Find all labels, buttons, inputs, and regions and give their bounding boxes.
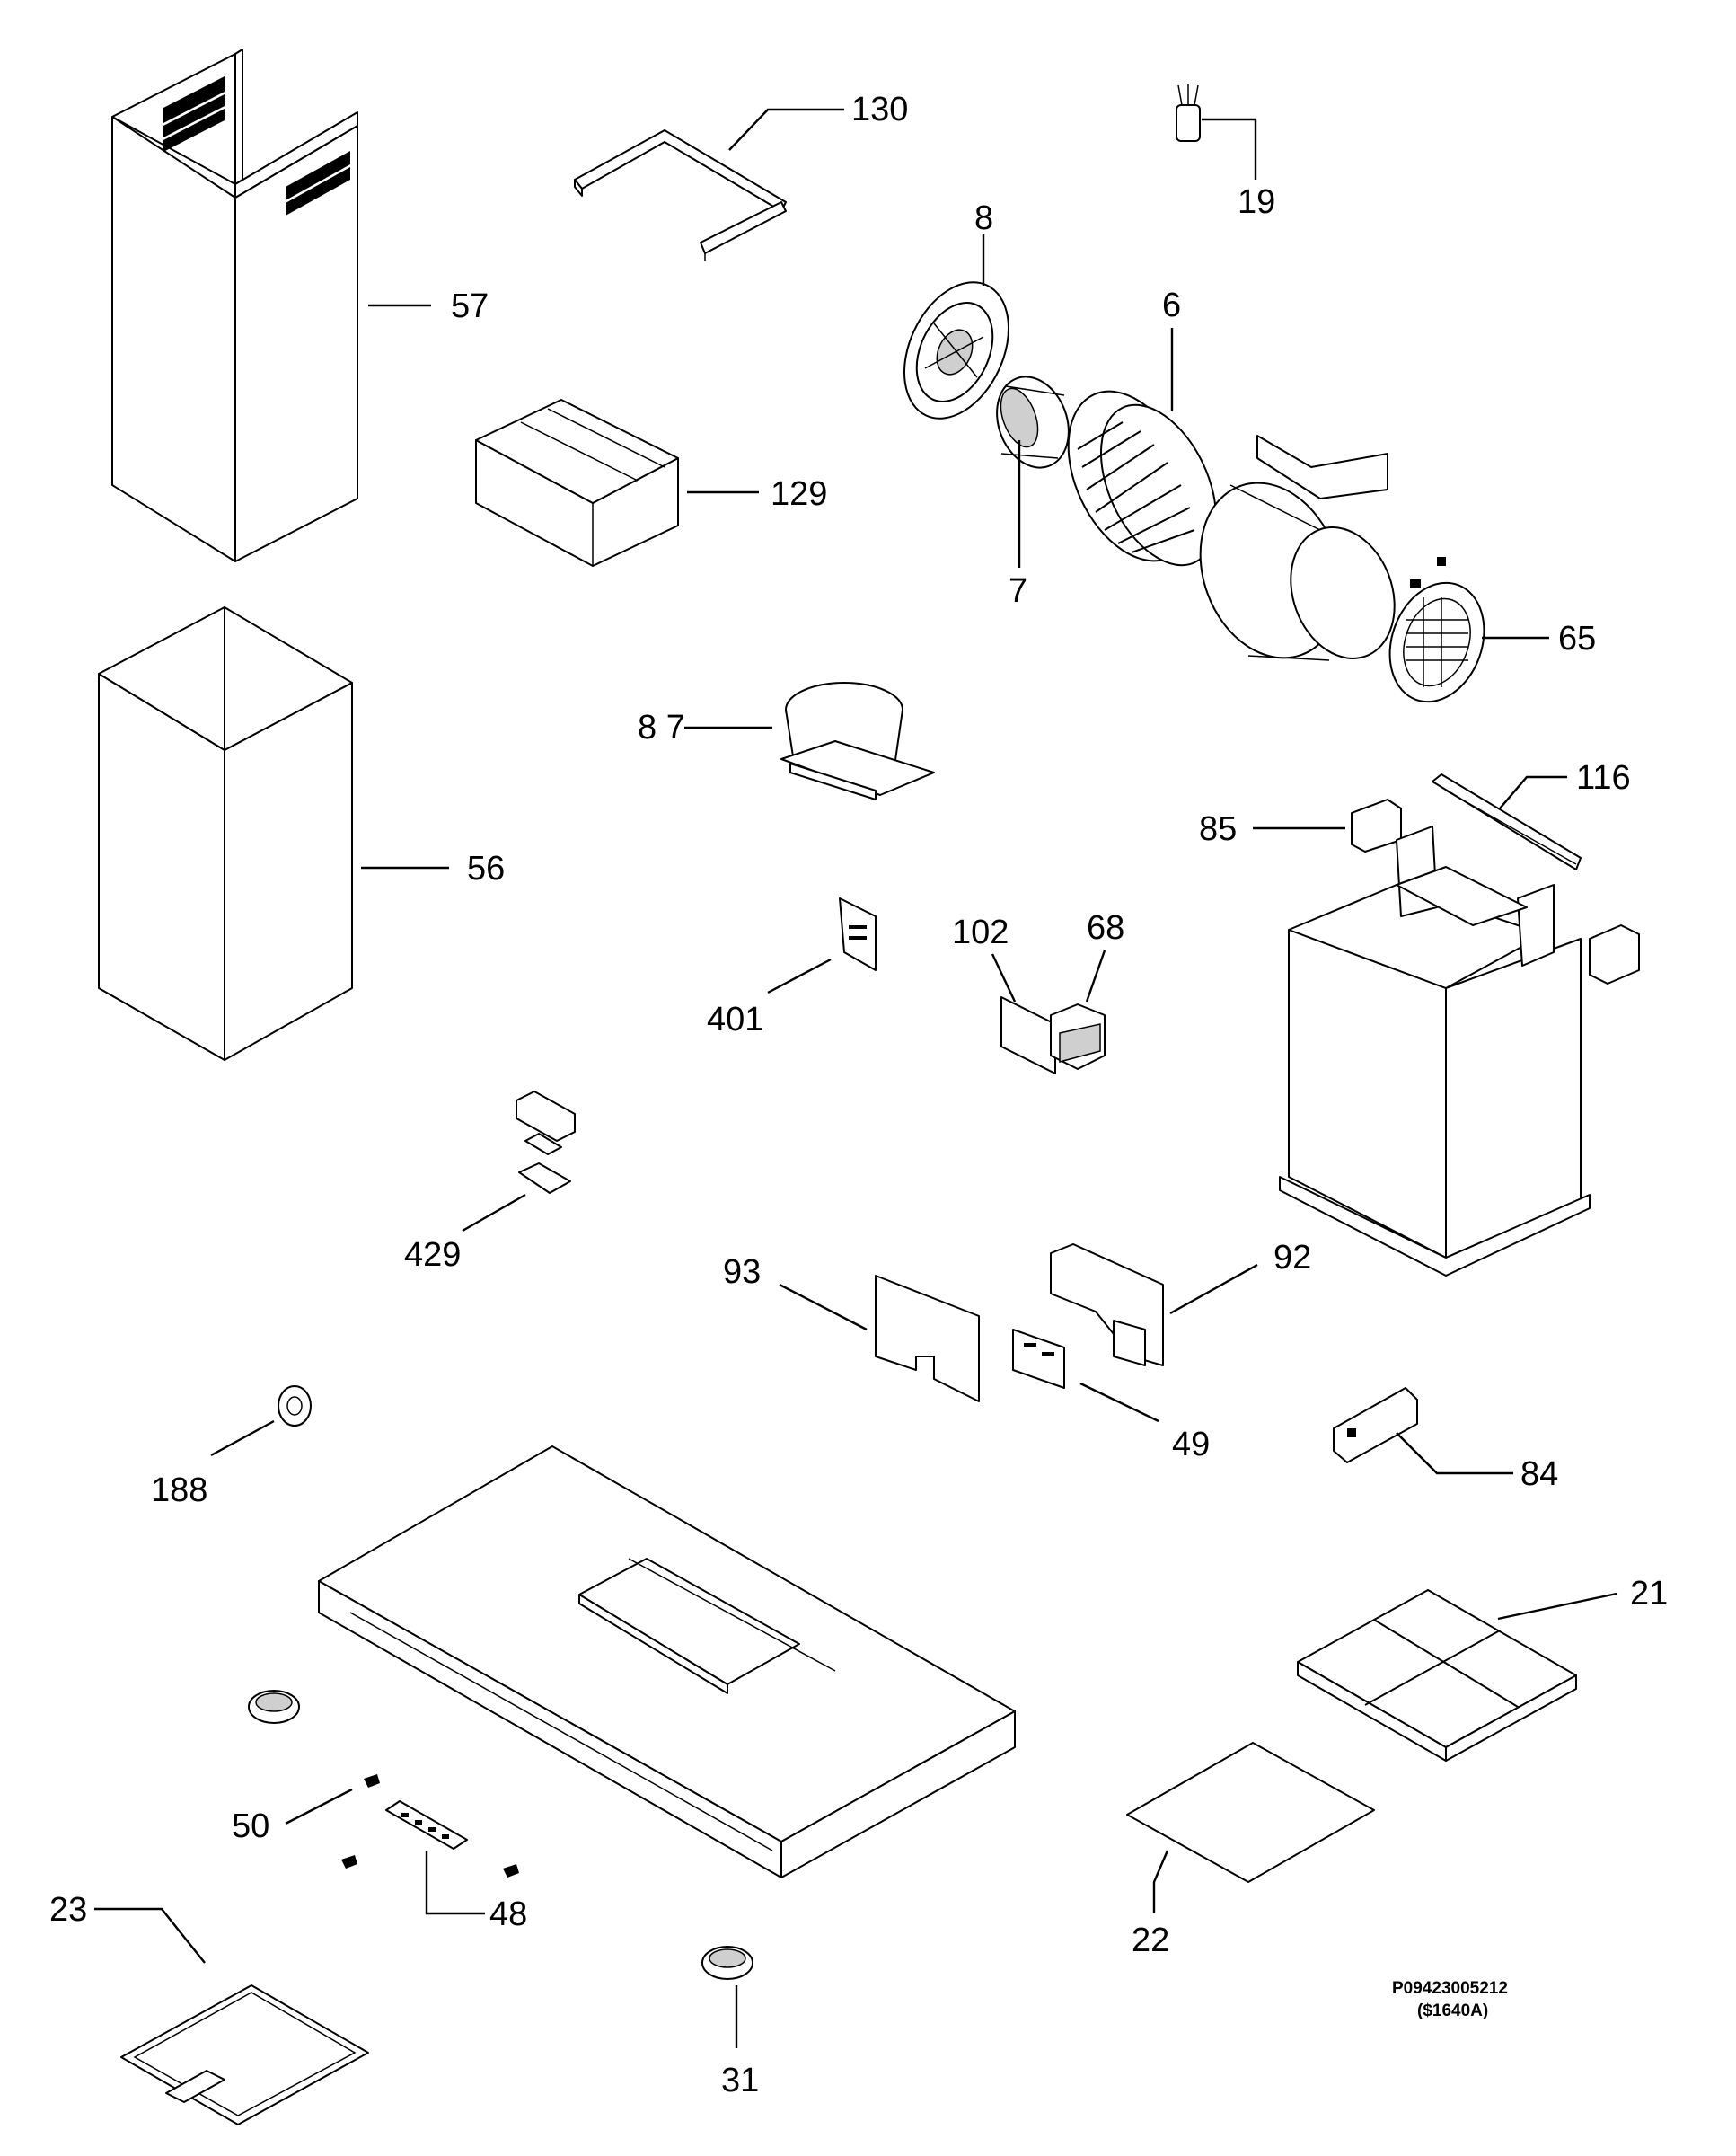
part-8-motor-plate — [903, 281, 1010, 420]
label-84: 84 — [1520, 1455, 1558, 1493]
part-22-filter-panel — [1126, 1742, 1375, 1883]
part-6-blower-wheel — [1067, 390, 1218, 567]
label-56: 56 — [467, 850, 505, 888]
label-49: 49 — [1172, 1426, 1210, 1463]
label-6: 6 — [1162, 287, 1181, 324]
label-85: 85 — [1199, 810, 1237, 848]
label-19: 19 — [1238, 183, 1275, 221]
label-48: 48 — [489, 1895, 527, 1933]
label-57: 57 — [451, 287, 489, 325]
part-429-switch-set — [516, 1091, 576, 1194]
part-84-connector — [1333, 1387, 1418, 1463]
blower-housing — [1199, 435, 1396, 661]
part-19-capacitor — [1176, 84, 1201, 142]
part-102-68-transformer — [1000, 996, 1106, 1074]
part-188-nut — [278, 1385, 312, 1427]
label-8: 8 — [974, 199, 993, 237]
part-56-lower-chimney — [98, 606, 353, 1061]
part-31-knob — [248, 1690, 753, 1980]
label-87: 8 7 — [638, 709, 685, 747]
label-50: 50 — [232, 1807, 269, 1845]
label-21: 21 — [1630, 1575, 1668, 1613]
part-23-grease-filter — [120, 1984, 369, 2125]
label-102: 102 — [952, 914, 1009, 951]
part-401-bracket — [839, 897, 877, 971]
label-129: 129 — [771, 475, 827, 513]
part-87-air-collar — [780, 682, 935, 800]
part-116-rail — [1432, 773, 1582, 870]
reference-sub: ($1640A) — [1417, 2001, 1488, 2020]
label-429: 429 — [404, 1236, 461, 1274]
label-188: 188 — [151, 1471, 207, 1509]
part-57-upper-chimney — [111, 49, 358, 562]
label-92: 92 — [1273, 1239, 1311, 1277]
part-129-box — [475, 399, 679, 567]
hood-body — [1279, 826, 1591, 1277]
reference-code: P09423005212 — [1392, 1979, 1508, 1998]
part-48-control-panel — [385, 1800, 468, 1850]
label-68: 68 — [1087, 909, 1124, 947]
part-93-circuit-board — [875, 1275, 980, 1402]
label-23: 23 — [49, 1891, 87, 1929]
label-130: 130 — [851, 91, 908, 128]
label-401: 401 — [707, 1001, 763, 1038]
part-7-motor — [996, 376, 1070, 469]
part-130-bracket — [574, 129, 787, 261]
label-22: 22 — [1132, 1922, 1169, 1959]
part-92-control-bracket — [1050, 1243, 1164, 1366]
part-50-screws — [341, 1774, 519, 1878]
part-65-grille — [1388, 557, 1485, 703]
hood-canopy — [318, 1445, 1016, 1878]
part-49-board — [1012, 1329, 1065, 1389]
part-21-filter-frame — [1297, 1589, 1577, 1762]
label-93: 93 — [723, 1253, 761, 1291]
label-116: 116 — [1576, 759, 1631, 797]
label-7: 7 — [1009, 572, 1027, 610]
label-65: 65 — [1558, 620, 1596, 658]
part-85-terminal-box — [1351, 799, 1640, 985]
label-31: 31 — [721, 2062, 759, 2099]
